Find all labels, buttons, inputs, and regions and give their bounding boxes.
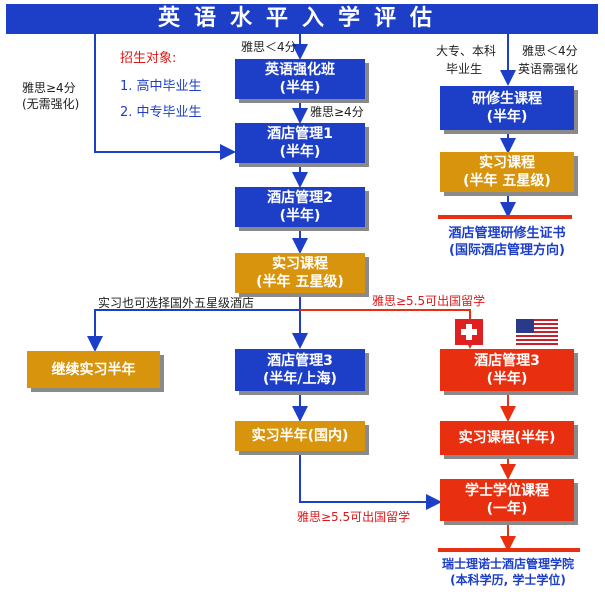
study-abroad-label-2: 雅思≥5.5可出国留学: [297, 510, 411, 524]
intern-abroad-label: 实习也可选择国外五星级酒店: [98, 296, 255, 310]
box-subtitle: (半年): [279, 80, 321, 96]
school-certificate: 瑞士理诺士酒店管理学院 (本科学历, 学士学位): [420, 556, 596, 588]
right-ielts-label-2: 英语需强化: [518, 62, 579, 76]
college-label: 大专、本科: [436, 44, 497, 58]
college-label-2: 毕业生: [446, 62, 483, 76]
box-title: 英语强化班: [265, 62, 335, 78]
box-subtitle: (半年): [486, 109, 528, 125]
ielts-ge4-label: 雅思≥4分: [310, 105, 364, 119]
domestic-internship-box: 实习半年(国内): [235, 421, 365, 451]
box-subtitle: (半年): [279, 208, 321, 224]
graduate-course-box: 研修生课程 (半年): [440, 86, 574, 130]
certificate-title: 酒店管理研修生证书: [448, 226, 566, 241]
abroad-internship-box: 实习课程(半年): [440, 421, 574, 455]
bachelor-course-box: 学士学位课程 (一年): [440, 479, 574, 521]
box-title: 实习课程: [272, 256, 328, 272]
enrollment-item: 1. 高中毕业生: [120, 79, 202, 94]
box-title: 酒店管理3: [474, 353, 540, 369]
box-title: 研修生课程: [472, 91, 542, 107]
box-subtitle: (半年): [486, 371, 528, 387]
swiss-flag-icon: [455, 319, 483, 345]
hotel-mgmt-1-box: 酒店管理1 (半年): [235, 123, 365, 163]
box-title: 学士学位课程: [465, 483, 549, 499]
hotel-mgmt-2-box: 酒店管理2 (半年): [235, 187, 365, 227]
enrollment-item: 2. 中专毕业生: [120, 105, 202, 120]
hotel-mgmt-3-abroad-box: 酒店管理3 (半年): [440, 349, 574, 391]
box-subtitle: (半年 五星级): [256, 274, 344, 290]
graduate-certificate: 酒店管理研修生证书 (国际酒店管理方向): [432, 225, 582, 259]
no-need-label: 雅思≥4分: [22, 81, 76, 95]
box-title: 酒店管理1: [267, 126, 333, 142]
box-title: 实习半年(国内): [251, 428, 349, 444]
internship-box: 实习课程 (半年 五星级): [235, 253, 365, 293]
school-degree: (本科学历, 学士学位): [450, 573, 566, 587]
box-title: 实习课程(半年): [458, 430, 556, 446]
us-flag-icon: [516, 319, 558, 345]
english-course-box: 英语强化班 (半年): [235, 59, 365, 99]
continue-internship-box: 继续实习半年: [27, 351, 160, 388]
right-ielts-label: 雅思＜4分: [522, 44, 578, 58]
box-title: 酒店管理2: [267, 190, 333, 206]
hotel-mgmt-3-shanghai-box: 酒店管理3 (半年/上海): [235, 349, 365, 391]
certificate-subtitle: (国际酒店管理方向): [449, 243, 565, 258]
enrollment-heading: 招生对象:: [120, 51, 177, 66]
box-title: 实习课程: [479, 155, 535, 171]
page-title: 英语水平入学评估: [6, 4, 598, 34]
school-name: 瑞士理诺士酒店管理学院: [441, 557, 574, 571]
no-need-label-2: (无需强化): [22, 97, 80, 111]
ielts-lt4-label: 雅思＜4分: [241, 40, 297, 54]
box-title: 酒店管理3: [267, 353, 333, 369]
box-subtitle: (一年): [486, 501, 528, 517]
box-subtitle: (半年 五星级): [463, 173, 551, 189]
study-abroad-label: 雅思≥5.5可出国留学: [372, 294, 486, 308]
graduate-internship-box: 实习课程 (半年 五星级): [440, 152, 574, 192]
box-title: 继续实习半年: [51, 361, 136, 378]
box-subtitle: (半年): [279, 144, 321, 160]
box-subtitle: (半年/上海): [263, 371, 337, 387]
